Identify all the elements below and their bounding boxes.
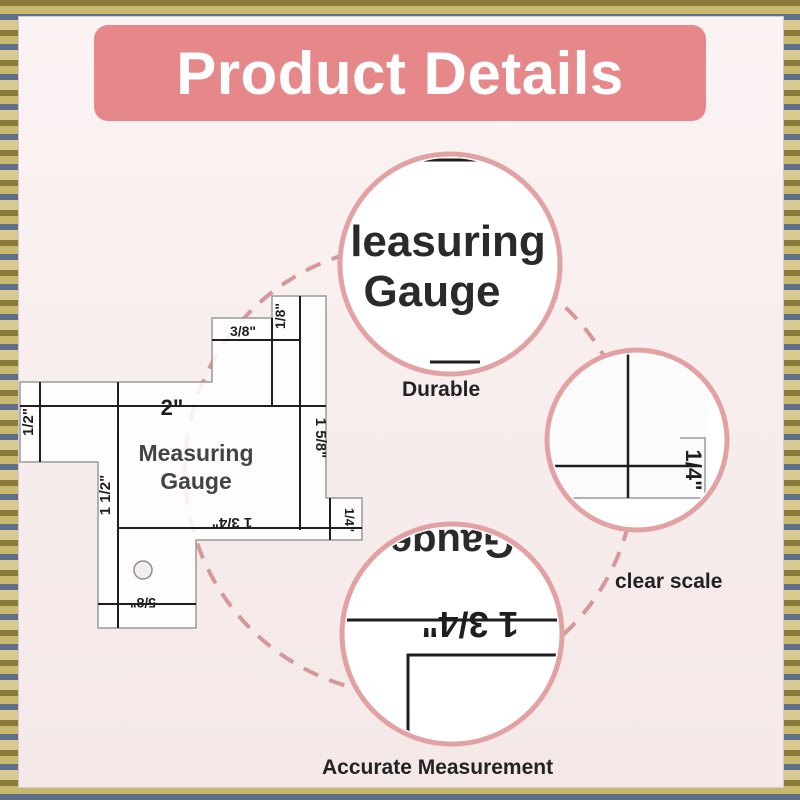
measuring-gauge (19, 295, 363, 629)
mark-quarter: 1/4" (342, 508, 357, 532)
caption-durable: Durable (402, 378, 481, 401)
detail-clear-scale: 1/4" (544, 347, 730, 533)
mark-one-half-side: 1 1/2" (97, 475, 114, 515)
gauge-name-line2: Gauge (160, 468, 232, 494)
mark-half: 1/2" (20, 408, 37, 436)
zoom-mark-three-quarter: 1 3/4" (421, 604, 518, 645)
caption-clear-scale: clear scale (615, 570, 723, 593)
mark-one-three-quarter: 1 3/4" (212, 514, 252, 531)
mark-one-five-eighths: 1 5/8" (312, 418, 329, 458)
caption-accurate-measurement: Accurate Measurement (322, 756, 554, 779)
mark-two-inch: 2" (161, 395, 184, 420)
zoom-text-line2: Gauge (364, 267, 501, 316)
mark-three-eighths: 3/8" (230, 323, 256, 339)
hang-hole (133, 560, 153, 580)
zoom-text-line1: leasuring (350, 217, 546, 266)
mark-five-eighths-bottom: 5/8" (130, 595, 156, 611)
zoom-mark-quarter: 1/4" (681, 449, 706, 490)
mark-one-eighth: 1/8" (272, 303, 288, 329)
page-title: Product Details (176, 39, 624, 107)
detail-durable: leasuring Gauge (337, 151, 563, 377)
gauge-name-line1: Measuring (138, 440, 253, 466)
title-banner: Product Details (94, 25, 706, 121)
detail-accurate-measurement: Gauge 1 3/4" (339, 521, 565, 747)
